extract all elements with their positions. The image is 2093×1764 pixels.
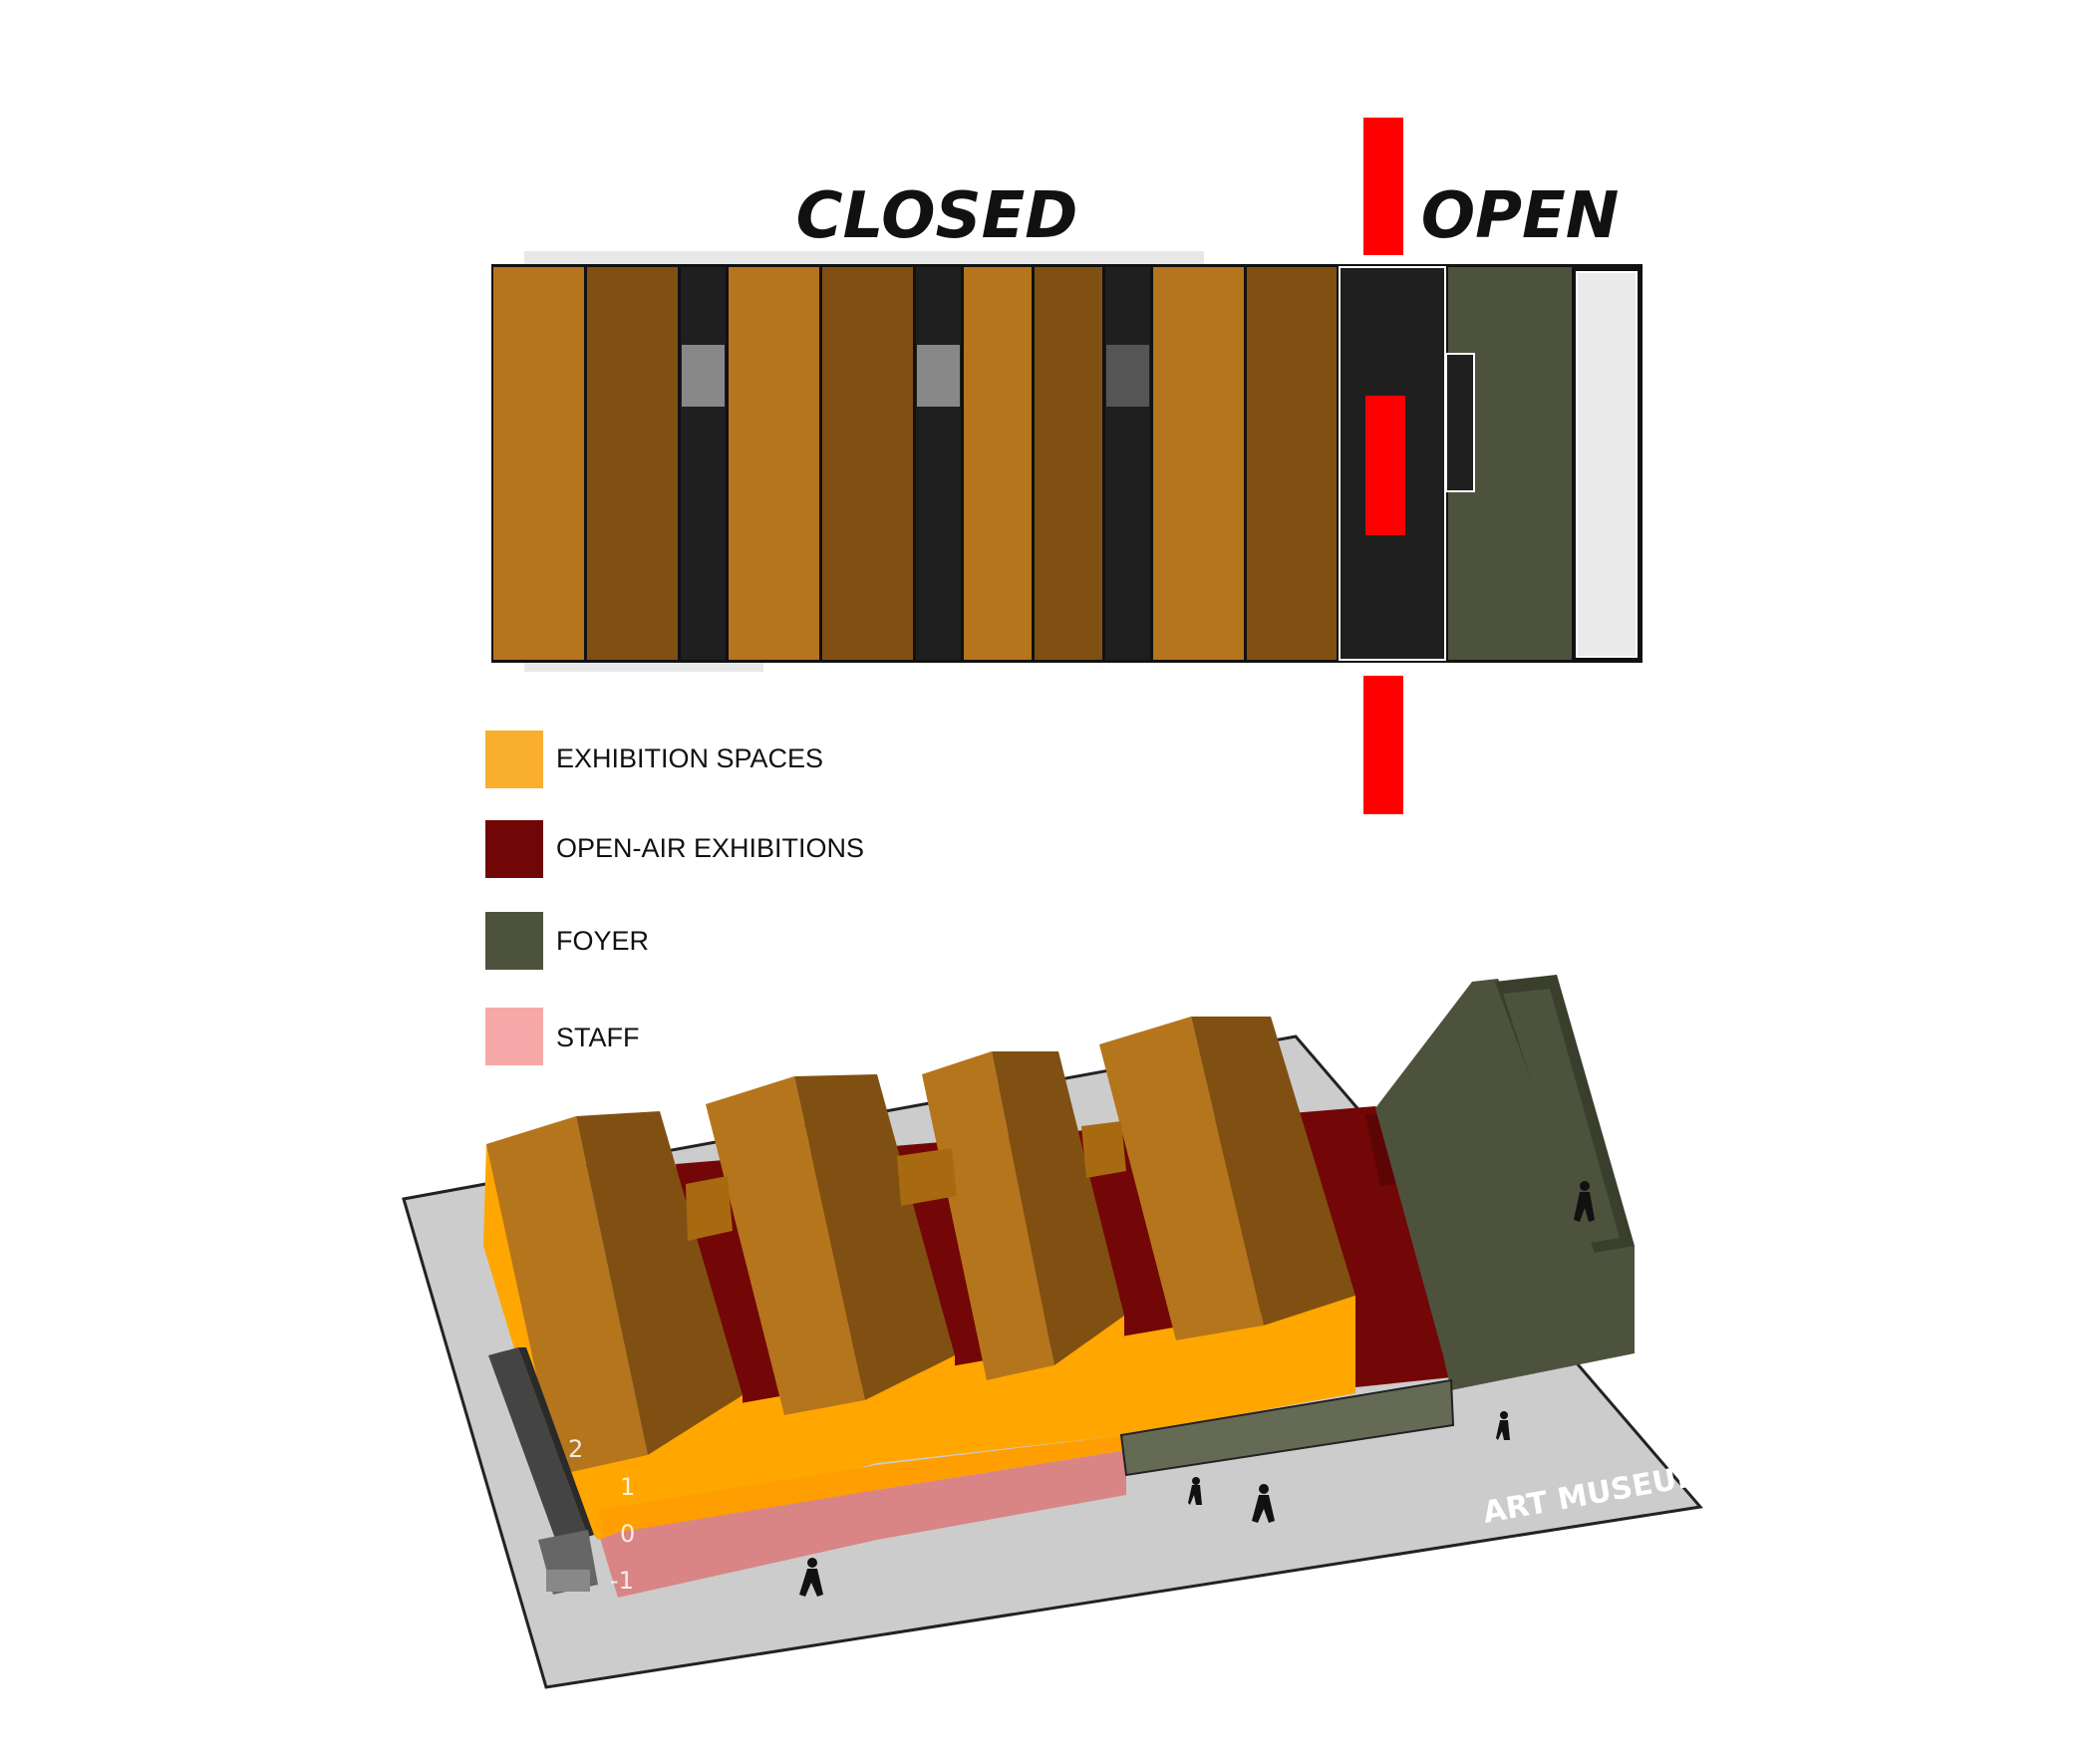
gallery-band-6 [1035,267,1102,660]
foyer-volume [1375,979,1635,1390]
exhibition-block-side [558,1296,1355,1535]
hall-4-wall [1176,1296,1355,1415]
person-icon [1574,1181,1595,1222]
exhibition-level-0 [598,1435,1126,1535]
core-strip-2 [916,267,961,660]
person-icon [799,1558,823,1597]
core-strip-1 [681,267,726,660]
closed-label: CLOSED [796,179,1078,253]
legend-label-staff: STAFF [556,1023,640,1052]
open-label: OPEN [1421,179,1620,253]
hall-2-roof-light [706,1076,865,1415]
core-strip-3 [1105,267,1150,660]
hall-4-roof-light [1099,1017,1264,1340]
legend: EXHIBITION SPACES OPEN-AIR EXHIBITIONS F… [485,731,864,1065]
foyer-desk [1445,353,1475,492]
bridge-1 [686,1176,733,1241]
gallery-band-1 [493,267,584,660]
hall-3-roof-light [922,1051,1054,1380]
hall-4-roof-dark [1191,1017,1355,1325]
gallery-band-7 [1153,267,1244,660]
bridge-2 [897,1148,957,1206]
hall-3-wall [987,1316,1124,1400]
level-label-minus-1: -1 [610,1567,634,1595]
foyer-tower-opening [1503,989,1620,1244]
gallery-band-4 [822,267,913,660]
legend-swatch-open-air [485,820,543,878]
gallery-band-5 [964,267,1032,660]
entrance-plan [1576,271,1638,658]
person-icon [1188,1477,1202,1505]
truck-icon [488,1347,598,1595]
hall-1-roof-dark [576,1111,743,1455]
gallery-band-3 [729,267,819,660]
core-void-1 [682,345,725,407]
hall-2-wall [784,1355,955,1435]
legend-label-foyer: FOYER [556,926,649,956]
divider-red-core [1365,396,1405,535]
hall-3-roof-dark [992,1051,1124,1365]
axonometric-view: 2 1 0 -1 ART MUSEUM [402,975,1708,1689]
divider-line-top [1363,118,1403,255]
legend-swatch-exhibition [485,731,543,788]
core-void-3 [1106,345,1149,407]
hall-1-roof-light [486,1116,648,1475]
gallery-band-8 [1247,267,1337,660]
level-label-1: 1 [620,1473,635,1501]
foyer-low-wing [1119,1378,1455,1477]
legend-label-exhibition: EXHIBITION SPACES [556,743,823,773]
legend-swatch-staff [485,1008,543,1065]
bridge-3 [1081,1121,1126,1178]
legend-swatch-foyer [485,912,543,970]
legend-label-open-air: OPEN-AIR EXHIBITIONS [556,833,864,863]
plan-backing-light [524,251,1204,265]
staff-level [596,1450,1126,1598]
divider-line-bottom [1363,676,1403,814]
core-void-2 [917,345,960,407]
person-icon [1496,1411,1510,1440]
person-icon [1252,1484,1275,1523]
level-label-2: 2 [568,1435,583,1463]
floor-plan: CLOSED OPEN [491,118,1643,814]
hall-1-wall [558,1395,743,1497]
gallery-band-2 [587,267,678,660]
hall-2-roof-dark [794,1074,955,1400]
level-label-0: 0 [620,1520,635,1548]
